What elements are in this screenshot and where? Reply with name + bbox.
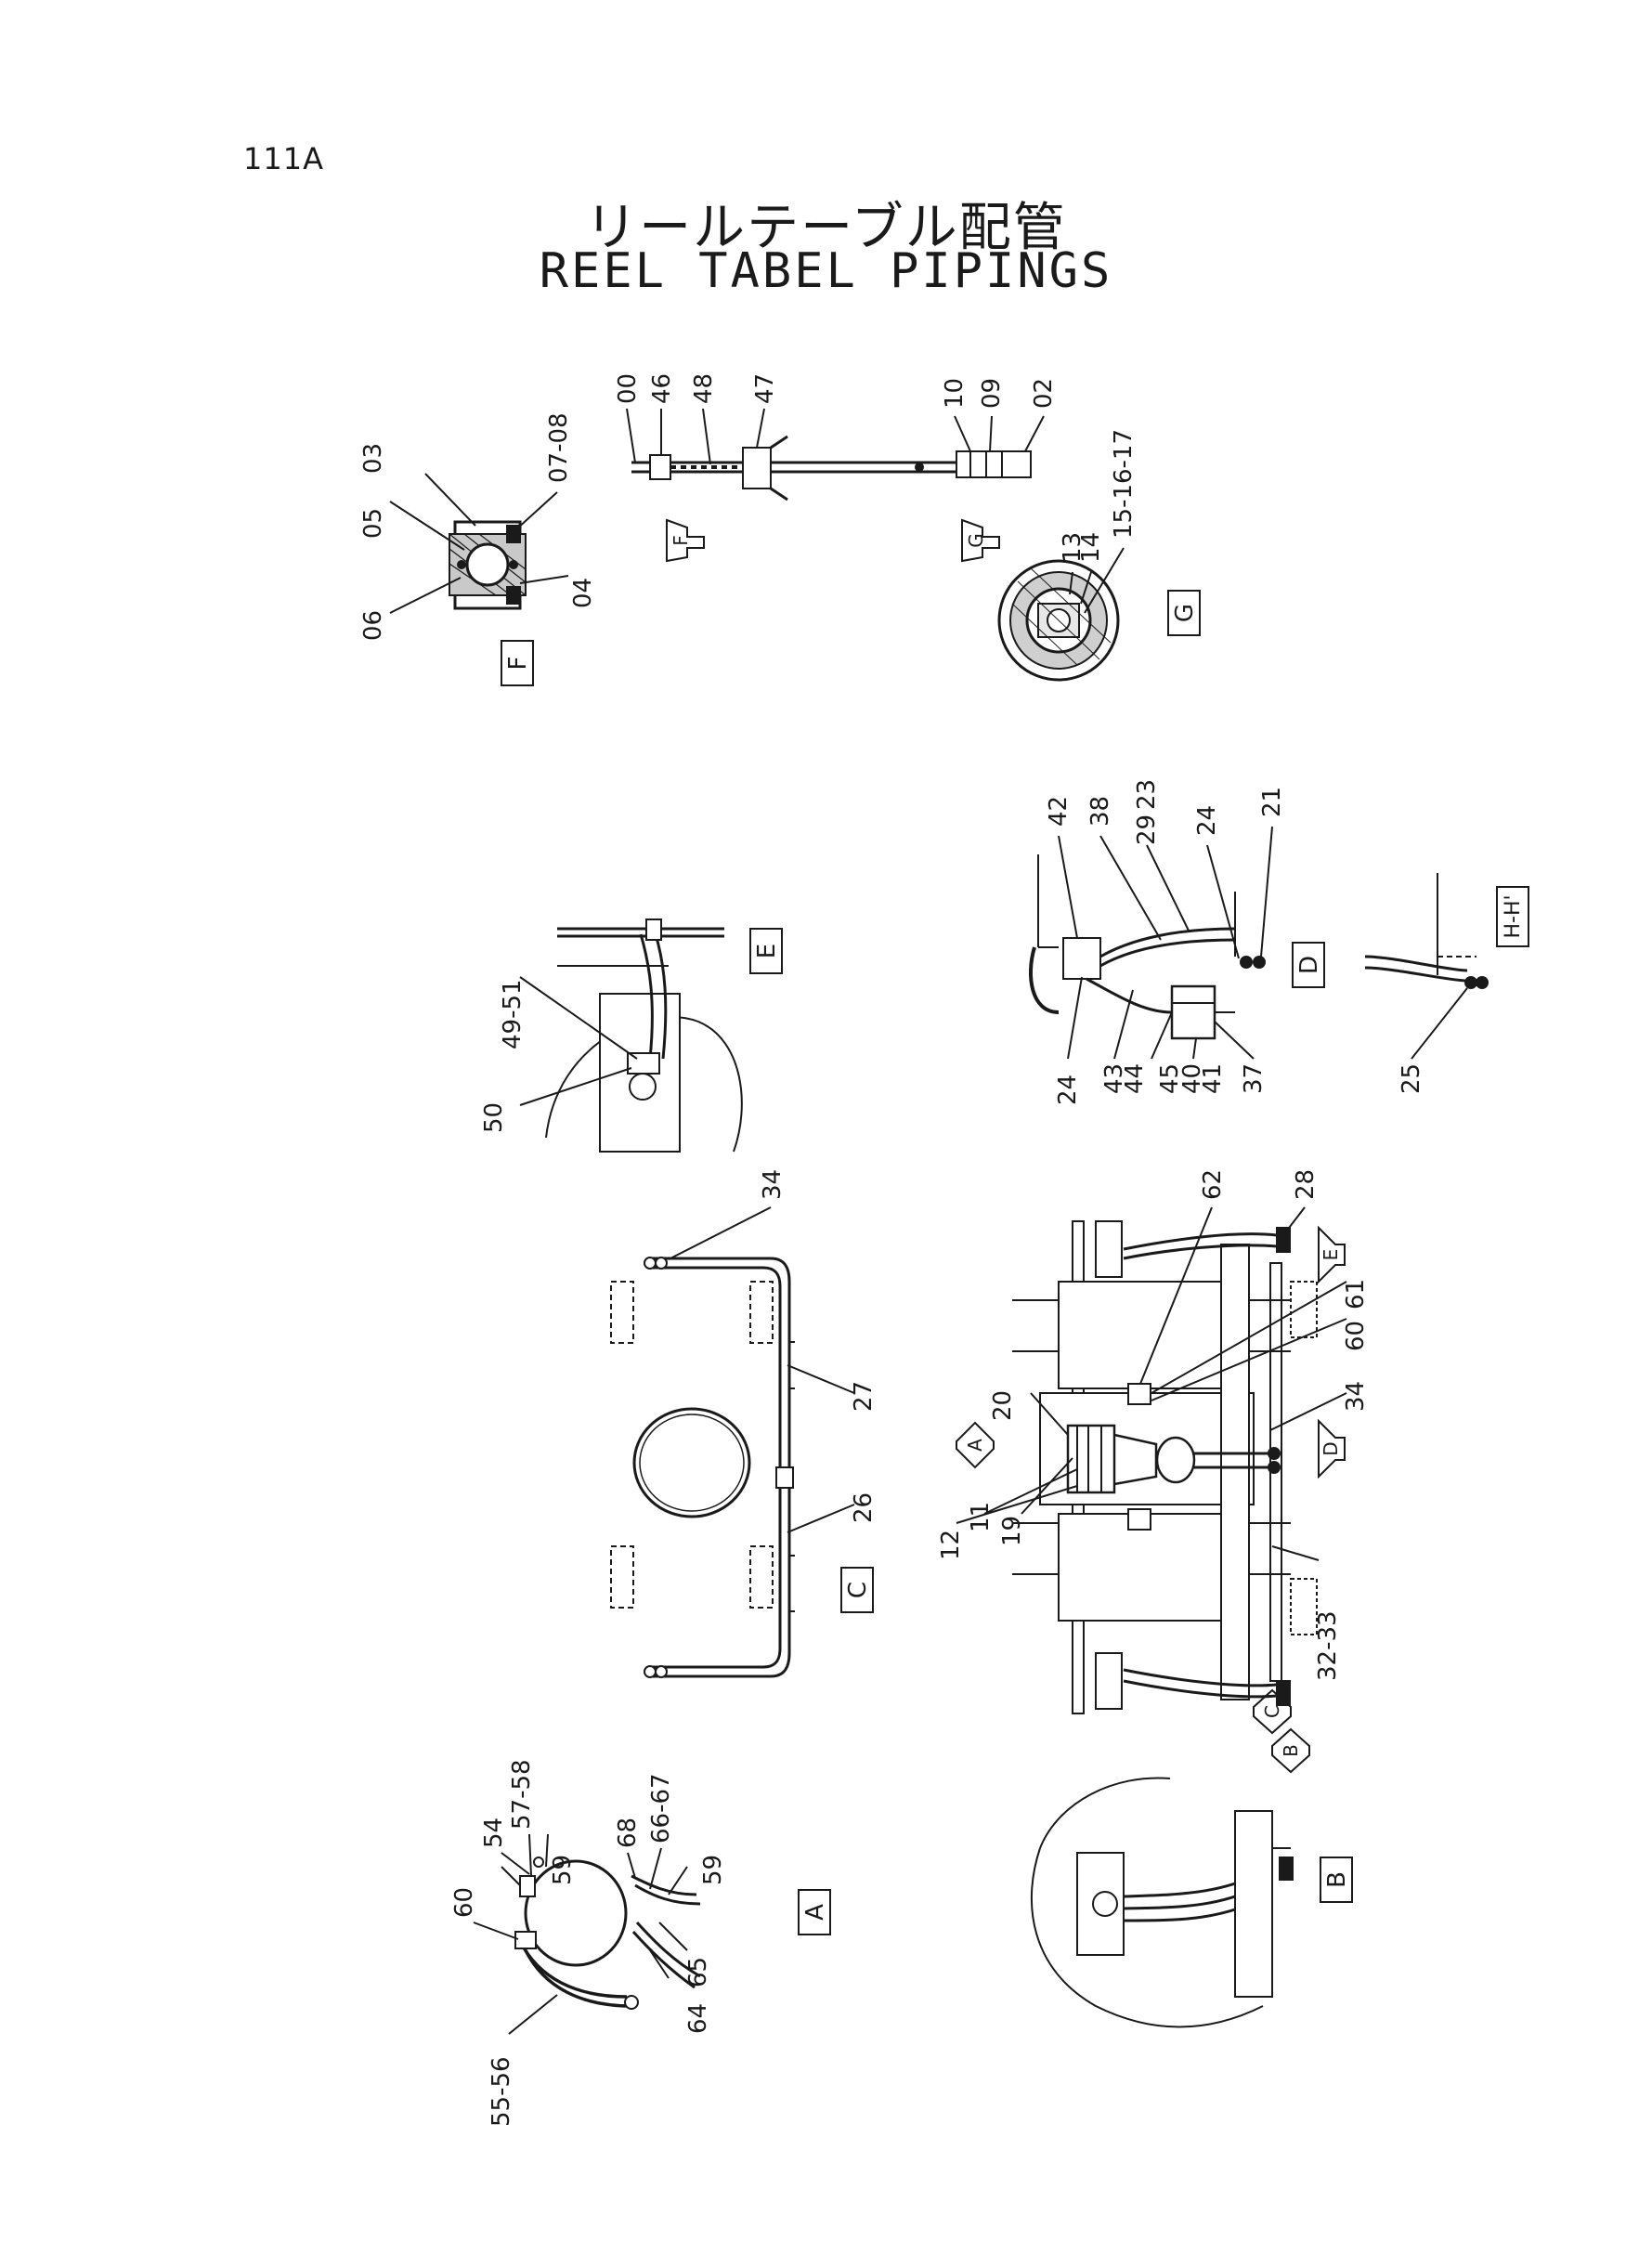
callout: 25 (1398, 1063, 1425, 1094)
callout: 26 (850, 1492, 878, 1523)
view-hh-label-box (1496, 886, 1529, 947)
callout: 55-56 (488, 2056, 515, 2127)
callout: 23 (1133, 779, 1161, 810)
callout: 49-51 (499, 979, 527, 1049)
callout: 37 (1240, 1063, 1268, 1094)
callout: 64 (684, 2003, 712, 2034)
callout: 09 (978, 378, 1006, 409)
callout: 46 (648, 373, 676, 404)
view-c-section (610, 1206, 855, 1678)
callout: 60 (450, 1887, 478, 1918)
view-label-g: G (1171, 604, 1199, 622)
view-e-section (519, 919, 743, 1153)
arrow-label-c: C (1261, 1705, 1283, 1718)
arrow-label-e: E (1320, 1249, 1342, 1261)
callout: 28 (1292, 1169, 1320, 1200)
callout: 41 (1199, 1063, 1227, 1094)
view-arrow-g (961, 518, 1000, 563)
callout: 20 (989, 1390, 1017, 1421)
view-label-a: A (801, 1904, 829, 1921)
page-number: 111A (243, 141, 324, 176)
view-arrow-e (1318, 1225, 1346, 1284)
callout: 40 (1178, 1063, 1206, 1094)
callout: 65 (684, 1957, 712, 1987)
callout: 24 (1193, 805, 1221, 836)
arrow-label-d: D (1320, 1441, 1342, 1455)
arrow-label-b: B (1280, 1744, 1302, 1757)
callout: 06 (359, 610, 387, 641)
callout: 12 (937, 1530, 965, 1560)
callout: 59 (699, 1855, 727, 1885)
callout: 13 (1059, 532, 1086, 563)
view-d-label-box (1292, 942, 1325, 988)
view-arrow-c (1253, 1688, 1292, 1735)
callout: 61 (1342, 1279, 1370, 1309)
callout: 14 (1077, 532, 1105, 563)
callout: 04 (569, 578, 597, 608)
view-e-label-box (749, 928, 783, 974)
callout: 02 (1030, 378, 1058, 409)
callout: 19 (998, 1516, 1026, 1546)
callout: 43 (1100, 1063, 1128, 1094)
top-rod-assembly (626, 408, 1045, 502)
callout: 66-67 (647, 1773, 675, 1844)
callout: 03 (359, 443, 387, 474)
view-arrow-f (666, 518, 705, 563)
view-label-f: F (504, 657, 532, 671)
callout: 15-16-17 (1110, 429, 1138, 539)
arrow-label-a: A (964, 1439, 986, 1452)
callout: 00 (614, 373, 642, 404)
callout: 38 (1086, 796, 1114, 827)
callout: 07-08 (545, 412, 573, 483)
arrow-label-f: F (670, 535, 692, 546)
callout: 05 (359, 508, 387, 539)
callout: 34 (759, 1169, 787, 1200)
view-g-label-box (1167, 590, 1201, 636)
view-a-section (473, 1833, 701, 2035)
title-japanese: リールテーブル配管 (585, 198, 1067, 258)
view-c-label-box (840, 1567, 874, 1613)
callout: 48 (690, 373, 718, 404)
view-f-label-box (501, 640, 534, 686)
callout: 57-58 (508, 1759, 536, 1830)
view-arrow-a (956, 1421, 995, 1469)
callout: 47 (751, 373, 779, 404)
callout: 54 (480, 1818, 508, 1848)
callout: 29 (1133, 814, 1161, 845)
callout: 68 (614, 1818, 642, 1848)
view-b-section (1030, 1777, 1294, 2028)
view-arrow-b (1271, 1727, 1310, 1774)
callout: 24 (1054, 1075, 1082, 1105)
callout: 32-33 (1314, 1610, 1342, 1681)
callout: 11 (967, 1502, 995, 1532)
view-arrow-d (1318, 1418, 1346, 1479)
view-label-hh: H-H' (1502, 894, 1525, 938)
callout: 34 (1342, 1381, 1370, 1412)
callout: 44 (1121, 1063, 1149, 1094)
view-label-d: D (1295, 956, 1323, 974)
view-label-b: B (1323, 1871, 1351, 1888)
view-d-section (1028, 826, 1273, 1060)
callout: 42 (1045, 796, 1073, 827)
callout: 50 (480, 1102, 508, 1133)
view-label-e: E (753, 944, 781, 958)
view-a-label-box (798, 1889, 831, 1935)
callout: 59 (549, 1855, 577, 1885)
callout: 10 (941, 378, 969, 409)
callout: 21 (1258, 787, 1286, 817)
view-label-c: C (844, 1582, 872, 1598)
callout: 62 (1199, 1169, 1227, 1200)
view-b-label-box (1320, 1857, 1353, 1903)
main-reel-table (956, 1206, 1347, 1714)
view-g-section (997, 547, 1125, 682)
callout: 60 (1342, 1321, 1370, 1351)
title-english: REEL TABEL PIPINGS (539, 243, 1113, 299)
view-f-section (389, 473, 569, 614)
callout: 45 (1156, 1063, 1184, 1094)
callout: 27 (850, 1381, 878, 1412)
arrow-label-g: G (965, 533, 987, 548)
view-hh-section (1364, 873, 1489, 1060)
